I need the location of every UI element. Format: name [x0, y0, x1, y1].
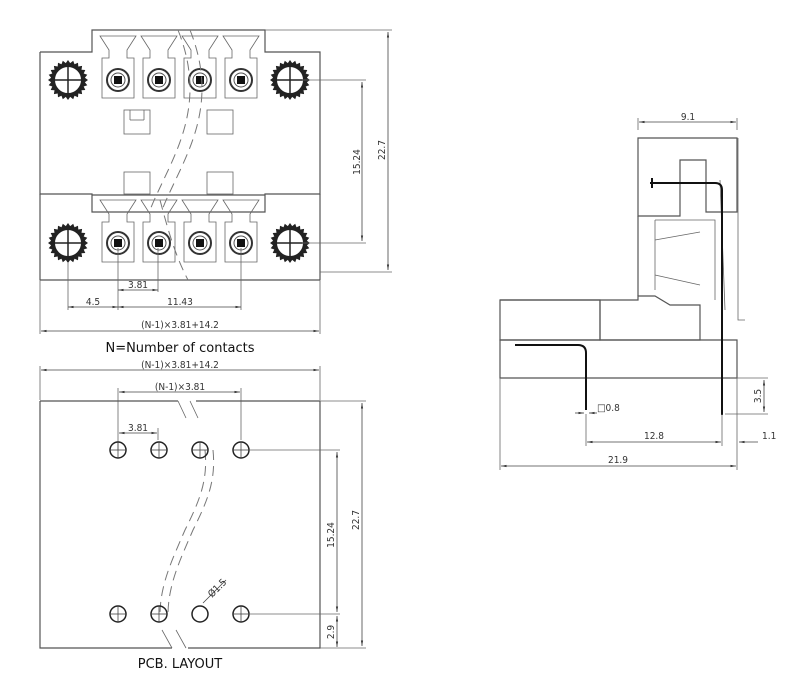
pcb-hole-icon: [109, 605, 127, 623]
pcb-hole-icon: [150, 605, 168, 623]
top-terminal-row: [99, 35, 260, 99]
dim-offset: 4.5: [86, 297, 100, 308]
screw-head-icon: [147, 231, 171, 255]
pcb-hole-icon: [232, 605, 250, 623]
latch-block: [206, 109, 234, 135]
break-line: [161, 29, 203, 211]
dim-row-spacing: 15.24: [352, 149, 363, 175]
screw-head-icon: [106, 68, 130, 92]
screw-slot-icon: [237, 239, 245, 247]
bottom-terminal-row: [99, 199, 260, 263]
screw-head-icon: [188, 68, 212, 92]
mounting-flange-screw-icon: [270, 223, 310, 263]
screw-slot-icon: [114, 239, 122, 247]
upper-pin: [650, 182, 723, 415]
dim-span: 11.43: [167, 297, 193, 308]
pcb-hole-icon: [191, 605, 209, 623]
side-dim-pin-length: 3.5: [753, 389, 764, 403]
side-dim-overall-depth: 21.9: [608, 455, 628, 466]
terminal: [181, 199, 219, 263]
screw-slot-icon: [196, 76, 204, 84]
pcb-hole-grid: [109, 441, 250, 623]
pcb-layout-view: (N-1)×3.81+14.2 (N-1)×3.81 3.81 Ø1.5 15.…: [39, 360, 366, 672]
screw-head-icon: [229, 68, 253, 92]
side-dim-pin-spacing: 12.8: [644, 431, 664, 442]
latch-block: [206, 171, 234, 195]
side-dim-pin-size: □0.8: [597, 403, 620, 414]
dim-pitch: 3.81: [128, 280, 148, 291]
dim-overall-width: (N-1)×3.81+14.2: [141, 320, 219, 331]
screw-slot-icon: [114, 76, 122, 84]
break-line: [149, 29, 191, 211]
pcb-dim-overall-height: 22.7: [351, 510, 362, 530]
mounting-flange-screw-icon: [270, 60, 310, 100]
side-dim-pin-offset: 1.1: [762, 431, 776, 442]
pcb-hole-icon: [232, 441, 250, 459]
screw-slot-icon: [155, 76, 163, 84]
front-view: 15.24 22.7 3.81 4.5 11.43 (N-1)×3.81+14.…: [39, 29, 392, 356]
screw-slot-icon: [155, 239, 163, 247]
pcb-hole-icon: [109, 441, 127, 459]
terminal: [140, 199, 178, 263]
lower-pin: [515, 344, 587, 410]
dim-overall-height: 22.7: [377, 140, 388, 160]
front-view-outline: [39, 29, 321, 213]
mounting-flange-screw-icon: [48, 223, 88, 263]
pcb-dim-pitch: 3.81: [128, 423, 148, 434]
screw-slot-icon: [237, 76, 245, 84]
terminal: [181, 35, 219, 99]
terminal: [222, 35, 260, 99]
side-dim-top-width: 9.1: [681, 112, 695, 123]
latch-block: [123, 171, 151, 195]
screw-head-icon: [147, 68, 171, 92]
pcb-layout-caption: PCB. LAYOUT: [138, 657, 223, 672]
mounting-flange-screw-icon: [48, 60, 88, 100]
pcb-dim-pin-span: (N-1)×3.81: [155, 382, 205, 393]
pcb-hole-icon: [150, 441, 168, 459]
pcb-dim-edge-offset: 2.9: [326, 625, 337, 640]
pcb-dim-overall-width: (N-1)×3.81+14.2: [141, 360, 219, 371]
pcb-dim-row-spacing: 15.24: [326, 522, 337, 548]
screw-head-icon: [188, 231, 212, 255]
break-line: [159, 199, 189, 281]
pcb-hole-icon: [191, 441, 209, 459]
latch-block: [123, 109, 151, 135]
terminal: [99, 35, 137, 99]
terminal: [140, 35, 178, 99]
upper-housing-section: [637, 137, 738, 217]
front-view-caption: N=Number of contacts: [105, 341, 254, 356]
pcb-outline: [39, 400, 321, 649]
side-view: 9.1 □0.8 3.5 12.8 1.1 21.9: [499, 112, 776, 470]
screw-slot-icon: [196, 239, 204, 247]
